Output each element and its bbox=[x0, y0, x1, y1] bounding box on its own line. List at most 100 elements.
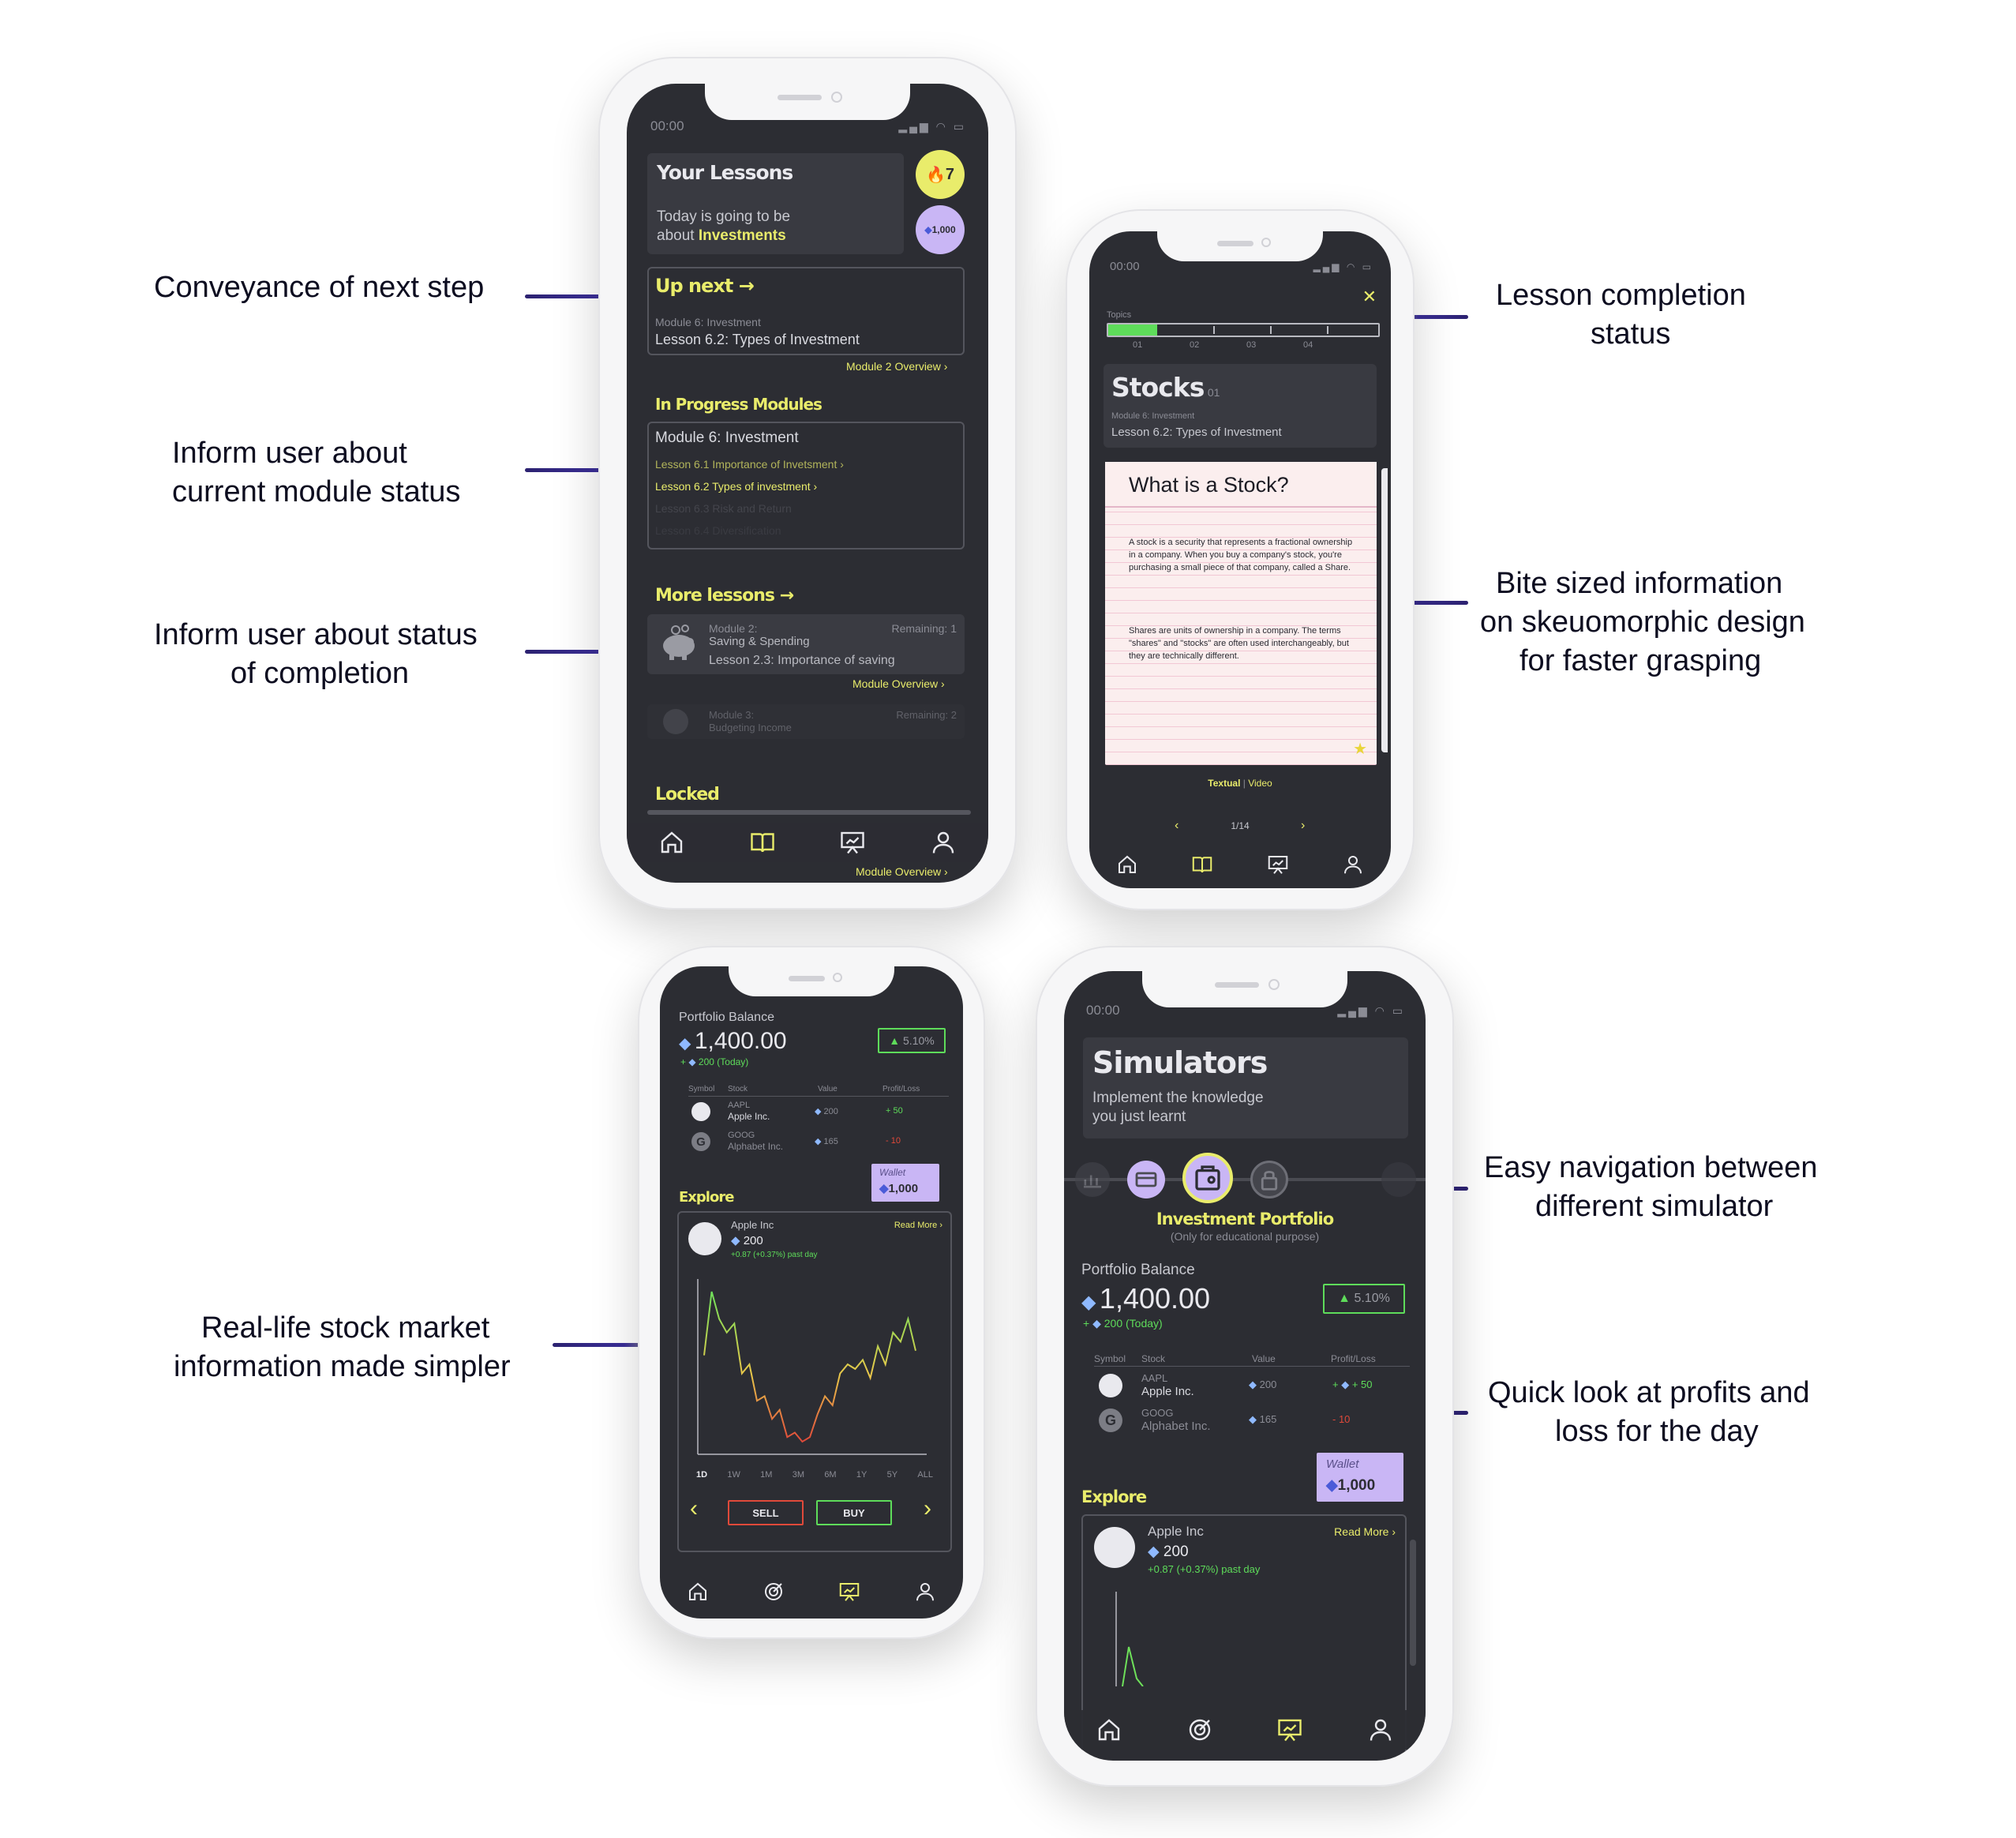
lesson64-item: Lesson 6.4 Diversification bbox=[655, 524, 781, 537]
tab-profile[interactable] bbox=[927, 827, 959, 858]
lock-icon bbox=[1261, 1170, 1278, 1191]
mode-video-button[interactable]: Video bbox=[1248, 778, 1272, 789]
sell-button[interactable]: SELL bbox=[728, 1500, 804, 1525]
gems-badge[interactable]: ◆1,000 bbox=[916, 205, 965, 254]
mode-textual-button[interactable]: Textual bbox=[1208, 778, 1241, 789]
range-1d-button[interactable]: 1D bbox=[696, 1470, 708, 1480]
target-icon bbox=[1189, 1719, 1210, 1741]
next-page-icon[interactable]: › bbox=[1301, 819, 1306, 832]
up-next-module: Module 6: Investment bbox=[655, 316, 761, 328]
tab-simulators[interactable] bbox=[837, 827, 868, 858]
scrollbar[interactable] bbox=[1410, 1540, 1416, 1666]
tab-simulators[interactable] bbox=[1274, 1714, 1306, 1746]
prev-page-icon[interactable]: ‹ bbox=[1175, 819, 1179, 832]
note-card: What is a Stock? A stock is a security t… bbox=[1105, 462, 1377, 765]
tab-lessons[interactable] bbox=[747, 827, 778, 858]
topic-progress-fill bbox=[1108, 324, 1157, 336]
star-icon[interactable]: ★ bbox=[1353, 741, 1367, 758]
tab-home[interactable] bbox=[1093, 1714, 1125, 1746]
sim-card-button[interactable] bbox=[1127, 1161, 1165, 1198]
annotation-bite-2: on skeuomorphic design bbox=[1480, 606, 1805, 639]
lesson-title-num: 01 bbox=[1207, 386, 1220, 399]
tab-bar bbox=[1064, 1710, 1426, 1750]
chevron-right-icon[interactable]: › bbox=[924, 1495, 931, 1521]
tab-home[interactable] bbox=[682, 1576, 714, 1607]
tab-home[interactable] bbox=[656, 827, 688, 858]
annotation-real-life-1: Real-life stock market bbox=[201, 1311, 490, 1345]
module3-card[interactable]: Module 3: Budgeting Income Remaining: 2 bbox=[647, 704, 965, 739]
sim-locked-button[interactable] bbox=[1250, 1161, 1288, 1198]
module6-title: Module 6: Investment bbox=[655, 429, 799, 446]
user-icon bbox=[932, 831, 954, 853]
module-overview-link[interactable]: Module Overview › bbox=[852, 677, 945, 690]
tab-simulators[interactable] bbox=[834, 1576, 865, 1607]
tab-profile[interactable] bbox=[1365, 1714, 1396, 1746]
row2-value: ◆ 165 bbox=[1249, 1413, 1277, 1425]
streak-badge[interactable]: 🔥7 bbox=[916, 150, 965, 199]
explore-heading: Explore bbox=[1081, 1487, 1147, 1506]
tab-goals[interactable] bbox=[1184, 1714, 1216, 1746]
range-1m-button[interactable]: 1M bbox=[760, 1470, 773, 1480]
annotation-quick-look-2: loss for the day bbox=[1555, 1415, 1759, 1448]
topic-progress-bar bbox=[1107, 323, 1380, 337]
more-lessons-heading[interactable]: More lessons → bbox=[655, 586, 794, 606]
status-icons: ▂▄▆ ◠ ▭ bbox=[1337, 1004, 1405, 1017]
phone-lessons: 00:00 ▂▄▆ ◠ ▭ Your Lessons Today is goin… bbox=[598, 57, 1017, 910]
connector-completion bbox=[525, 650, 655, 654]
range-5y-button[interactable]: 5Y bbox=[886, 1470, 898, 1480]
locked-heading: Locked bbox=[655, 785, 720, 805]
tab-home[interactable] bbox=[1111, 849, 1143, 880]
book-icon bbox=[1193, 857, 1212, 873]
lesson-header-card: Stocks 01 Module 6: Investment Lesson 6.… bbox=[1104, 364, 1377, 448]
range-6m-button[interactable]: 6M bbox=[824, 1470, 837, 1480]
in-progress-card[interactable]: Module 6: Investment Lesson 6.1 Importan… bbox=[647, 422, 965, 550]
buy-button[interactable]: BUY bbox=[816, 1500, 892, 1525]
user-icon bbox=[1344, 856, 1362, 874]
col-symbol: Symbol bbox=[1094, 1353, 1126, 1364]
locked-overview-link[interactable]: Module Overview › bbox=[856, 865, 948, 878]
lesson62-link[interactable]: Lesson 6.2 Types of investment › bbox=[655, 480, 818, 493]
presentation-icon bbox=[841, 831, 864, 854]
book-icon bbox=[751, 833, 774, 853]
sim-chart-button[interactable] bbox=[1075, 1162, 1110, 1197]
read-more-link[interactable]: Read More › bbox=[894, 1221, 942, 1230]
apple-logo-icon bbox=[691, 1102, 710, 1121]
annotation-next-step: Conveyance of next step bbox=[154, 271, 485, 304]
balance-today: + ◆ 200 (Today) bbox=[1083, 1317, 1163, 1330]
wallet-card[interactable]: Wallet ◆1,000 bbox=[871, 1164, 939, 1202]
range-all-button[interactable]: ALL bbox=[917, 1470, 933, 1480]
simulator-note: (Only for educational purpose) bbox=[1170, 1230, 1320, 1243]
gems-count: 1,000 bbox=[931, 224, 956, 235]
tab-simulators[interactable] bbox=[1262, 849, 1294, 880]
sim-more-button[interactable] bbox=[1381, 1162, 1416, 1197]
row2-name: Alphabet Inc. bbox=[728, 1141, 784, 1152]
carousel-track bbox=[1064, 1178, 1426, 1181]
stock-name: Apple Inc bbox=[1148, 1524, 1204, 1539]
range-3m-button[interactable]: 3M bbox=[792, 1470, 805, 1480]
m3-remaining: Remaining: 2 bbox=[896, 709, 957, 721]
module2-overview-link[interactable]: Module 2 Overview › bbox=[846, 360, 948, 373]
close-icon[interactable]: ✕ bbox=[1362, 287, 1377, 306]
tab-goals[interactable] bbox=[758, 1576, 789, 1607]
tab-profile[interactable] bbox=[909, 1576, 941, 1607]
row1-name: Apple Inc. bbox=[1141, 1385, 1194, 1398]
apple-logo-icon bbox=[1099, 1374, 1122, 1397]
wallet-card[interactable]: Wallet ◆1,000 bbox=[1317, 1453, 1403, 1502]
target-icon bbox=[765, 1583, 782, 1600]
user-icon bbox=[1370, 1719, 1391, 1741]
sim-portfolio-button[interactable] bbox=[1182, 1153, 1233, 1203]
up-next-card[interactable]: Up next → Module 6: Investment Lesson 6.… bbox=[647, 267, 965, 355]
row1-pl: + 50 bbox=[886, 1106, 903, 1116]
module2-card[interactable]: Module 2: Saving & Spending Remaining: 1… bbox=[647, 614, 965, 674]
home-icon bbox=[689, 1582, 706, 1600]
topic-tick-label: 03 bbox=[1246, 340, 1257, 350]
range-1w-button[interactable]: 1W bbox=[727, 1470, 740, 1480]
range-1y-button[interactable]: 1Y bbox=[856, 1470, 867, 1480]
tab-lessons[interactable] bbox=[1186, 849, 1218, 880]
tab-profile[interactable] bbox=[1337, 849, 1369, 880]
chevron-left-icon[interactable]: ‹ bbox=[690, 1495, 698, 1521]
read-more-link[interactable]: Read More › bbox=[1334, 1525, 1396, 1538]
google-logo-icon: G bbox=[1099, 1409, 1122, 1432]
lesson61-link[interactable]: Lesson 6.1 Importance of Invetsment › bbox=[655, 458, 844, 471]
balance-label: Portfolio Balance bbox=[679, 1011, 774, 1024]
